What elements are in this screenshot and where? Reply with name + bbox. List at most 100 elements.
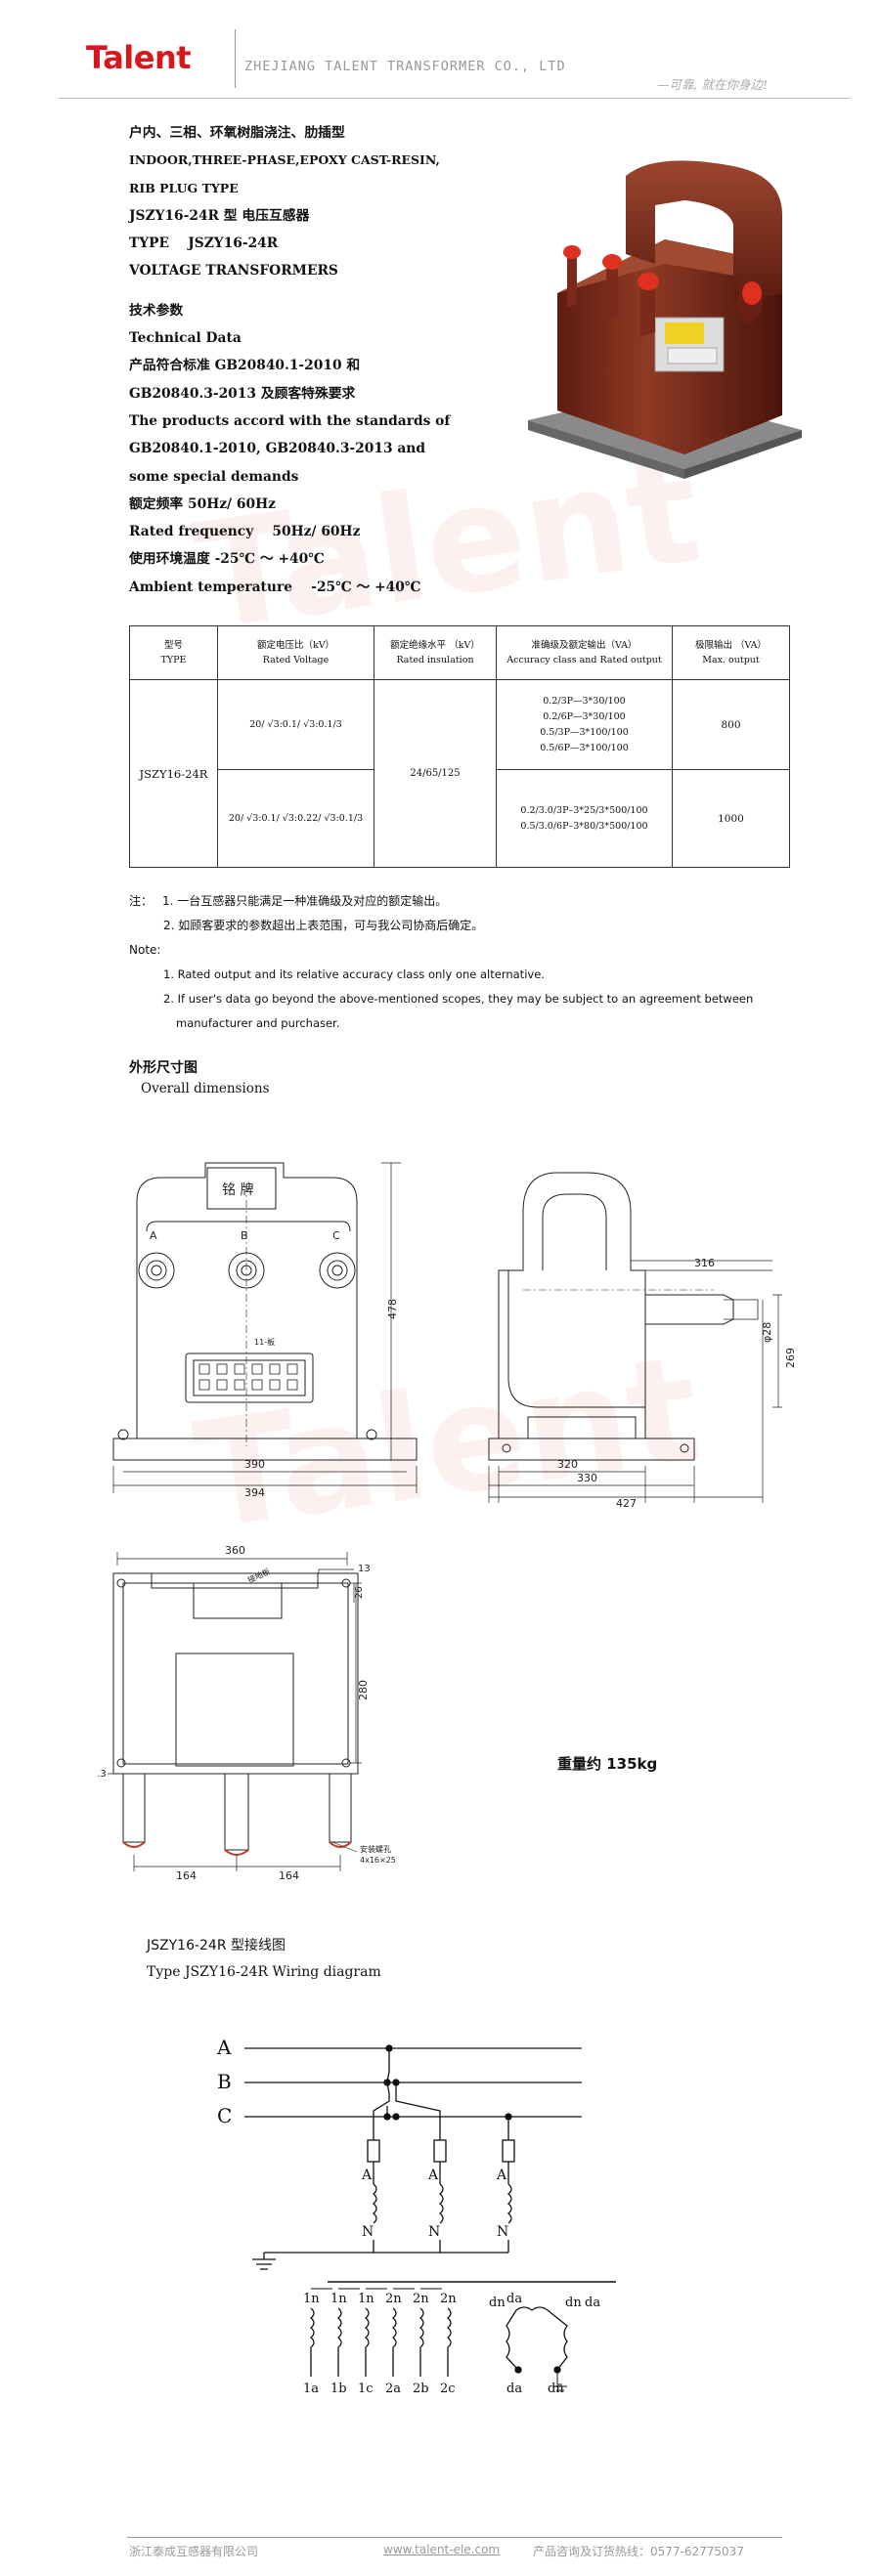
svg-text:1b: 1b (330, 2382, 347, 2396)
notes-en-title: Note: (129, 943, 161, 957)
standard-en-1: The products accord with the standards o… (129, 412, 451, 429)
svg-text:da: da (506, 2382, 522, 2396)
svg-text:13: 13 (358, 1564, 371, 1574)
svg-text:铭 牌: 铭 牌 (222, 1181, 253, 1198)
svg-text:φ28: φ28 (761, 1322, 773, 1343)
standard-cn-1: 产品符合标准 GB20840.1-2010 和 (129, 358, 361, 374)
standard-en-2: GB20840.1-2010, GB20840.3-2013 and (129, 441, 425, 457)
svg-text:1n: 1n (303, 2292, 320, 2306)
svg-text:A: A (361, 2168, 373, 2183)
spec-line-en-type: INDOOR,THREE-PHASE,EPOXY CAST-RESIN, (129, 152, 440, 168)
svg-text:1n: 1n (330, 2292, 347, 2306)
svg-text:接地板: 接地板 (246, 1567, 272, 1585)
svg-text:390: 390 (244, 1458, 265, 1471)
svg-text:1n: 1n (358, 2292, 374, 2306)
svg-text:280: 280 (357, 1680, 370, 1700)
tech-data-en: Technical Data (129, 330, 242, 347)
svg-text:A: A (150, 1229, 157, 1242)
spec-model-en: TYPE JSZY16-24R (129, 236, 279, 252)
svg-text:C: C (332, 1229, 340, 1242)
company-slogan: —可靠, 就在你身边! (657, 77, 768, 92)
notes-cn-title: 注： (129, 894, 154, 908)
svg-text:394: 394 (244, 1486, 265, 1499)
svg-text:dn: dn (548, 2382, 564, 2396)
svg-text:360: 360 (225, 1544, 245, 1557)
header-divider (235, 29, 236, 88)
svg-text:2n: 2n (440, 2292, 457, 2306)
footer-hotline: 产品咨询及订货热线：0577-62775037 (533, 2545, 744, 2558)
table-header-voltage: 额定电压比（kV）Rated Voltage (217, 625, 374, 680)
svg-text:2c: 2c (440, 2382, 456, 2396)
company-logo: Talent (86, 39, 192, 76)
spec-vt-title: VOLTAGE TRANSFORMERS (129, 263, 338, 279)
note-en-1: 1. Rated output and its relative accurac… (163, 967, 545, 981)
svg-text:2b: 2b (413, 2382, 429, 2396)
table-cell-max-1: 800 (672, 679, 790, 770)
svg-text:N: N (362, 2224, 374, 2240)
table-cell-insulation: 24/65/125 (374, 679, 497, 868)
svg-text:B: B (217, 2070, 232, 2093)
svg-text:A: A (216, 2036, 232, 2059)
note-cn-1: 1. 一台互感器只能满足一种准确级及对应的额定输出。 (162, 894, 448, 908)
wiring-title-cn: JSZY16-24R 型接线图 (147, 1938, 286, 1953)
dimensions-title-en: Overall dimensions (141, 1081, 270, 1096)
frequency-en: Rated frequency 50Hz/ 60Hz (129, 524, 361, 540)
standard-cn-2: GB20840.3-2013 及顾客特殊要求 (129, 385, 356, 402)
temperature-cn: 使用环境温度 -25℃ ～ +40℃ (129, 551, 325, 568)
svg-text:A: A (427, 2168, 439, 2183)
svg-text:N: N (428, 2224, 440, 2240)
spec-block: 户内、三相、环氧树脂浇注、肋插型 INDOOR,THREE-PHASE,EPOX… (129, 119, 550, 601)
svg-text:A: A (496, 2168, 507, 2183)
svg-text:B: B (241, 1229, 248, 1242)
svg-text:26: 26 (354, 1586, 365, 1599)
svg-text:N: N (497, 2224, 508, 2240)
dimensions-title-cn: 外形尺寸图 (129, 1060, 198, 1076)
note-en-2: 2. If user's data go beyond the above-me… (163, 992, 754, 1006)
footer-rule (127, 2537, 782, 2538)
wiring-diagram: A B C A A A N N N 1n 1n 1n 2n 2n 2n 1a 1… (216, 2036, 616, 2396)
svg-text:164: 164 (279, 1869, 299, 1882)
table-header-insulation: 额定绝缘水平 （kV）Rated insulation (374, 625, 497, 680)
note-cn-2: 2. 如顾客要求的参数超出上表范围，可与我公司协商后确定。 (163, 919, 484, 932)
svg-text:1a: 1a (303, 2382, 319, 2396)
frequency-cn: 额定频率 50Hz/ 60Hz (129, 495, 276, 512)
svg-text:269: 269 (784, 1348, 797, 1368)
svg-text:330: 330 (577, 1472, 597, 1484)
svg-text:1c: 1c (358, 2382, 374, 2396)
header-rule (59, 98, 851, 99)
svg-text:2a: 2a (385, 2382, 401, 2396)
svg-text:13: 13 (98, 1769, 107, 1780)
note-en-2b: manufacturer and purchaser. (176, 1016, 340, 1030)
svg-text:dn: dn (565, 2296, 582, 2310)
svg-text:478: 478 (386, 1299, 399, 1319)
svg-text:4x16×25: 4x16×25 (360, 1856, 396, 1865)
spec-model-cn: JSZY16-24R 型 电压互感器 (129, 207, 310, 224)
footer-company: 浙江泰成互感器有限公司 (129, 2545, 259, 2558)
temperature-en: Ambient temperature -25℃ ～ +40℃ (129, 579, 421, 595)
weight-label: 重量约 135kg (557, 1755, 658, 1773)
table-header-max-output: 极限输出 （VA）Max. output (672, 625, 790, 680)
table-cell-max-2: 1000 (672, 769, 790, 868)
table-header-accuracy: 准确级及额定输出（VA）Accuracy class and Rated out… (496, 625, 673, 680)
svg-text:11-板: 11-板 (254, 1337, 275, 1347)
svg-text:da: da (585, 2296, 600, 2310)
top-view: 360 13 26 280 接地板 13 164 164 安装螺孔 4x16×2… (98, 1544, 396, 1882)
product-photo (528, 160, 802, 479)
wiring-title-en: Type JSZY16-24R Wiring diagram (147, 1964, 381, 1980)
side-view: 316 φ28 269 320 330 427 (488, 1172, 797, 1510)
svg-text:427: 427 (616, 1497, 637, 1510)
svg-text:da: da (506, 2292, 522, 2306)
spec-line-en-type2: RIB PLUG TYPE (129, 180, 239, 195)
table-cell-type: JSZY16-24R (129, 679, 218, 868)
spec-line-cn-type: 户内、三相、环氧树脂浇注、肋插型 (129, 125, 345, 141)
svg-text:164: 164 (176, 1869, 197, 1882)
footer-website-link[interactable]: www.talent-ele.com (383, 2543, 501, 2556)
svg-text:2n: 2n (385, 2292, 402, 2306)
standard-en-3: some special demands (129, 468, 299, 485)
svg-text:dn: dn (489, 2296, 506, 2310)
company-name: ZHEJIANG TALENT TRANSFORMER CO., LTD (244, 59, 566, 74)
svg-text:2n: 2n (413, 2292, 429, 2306)
